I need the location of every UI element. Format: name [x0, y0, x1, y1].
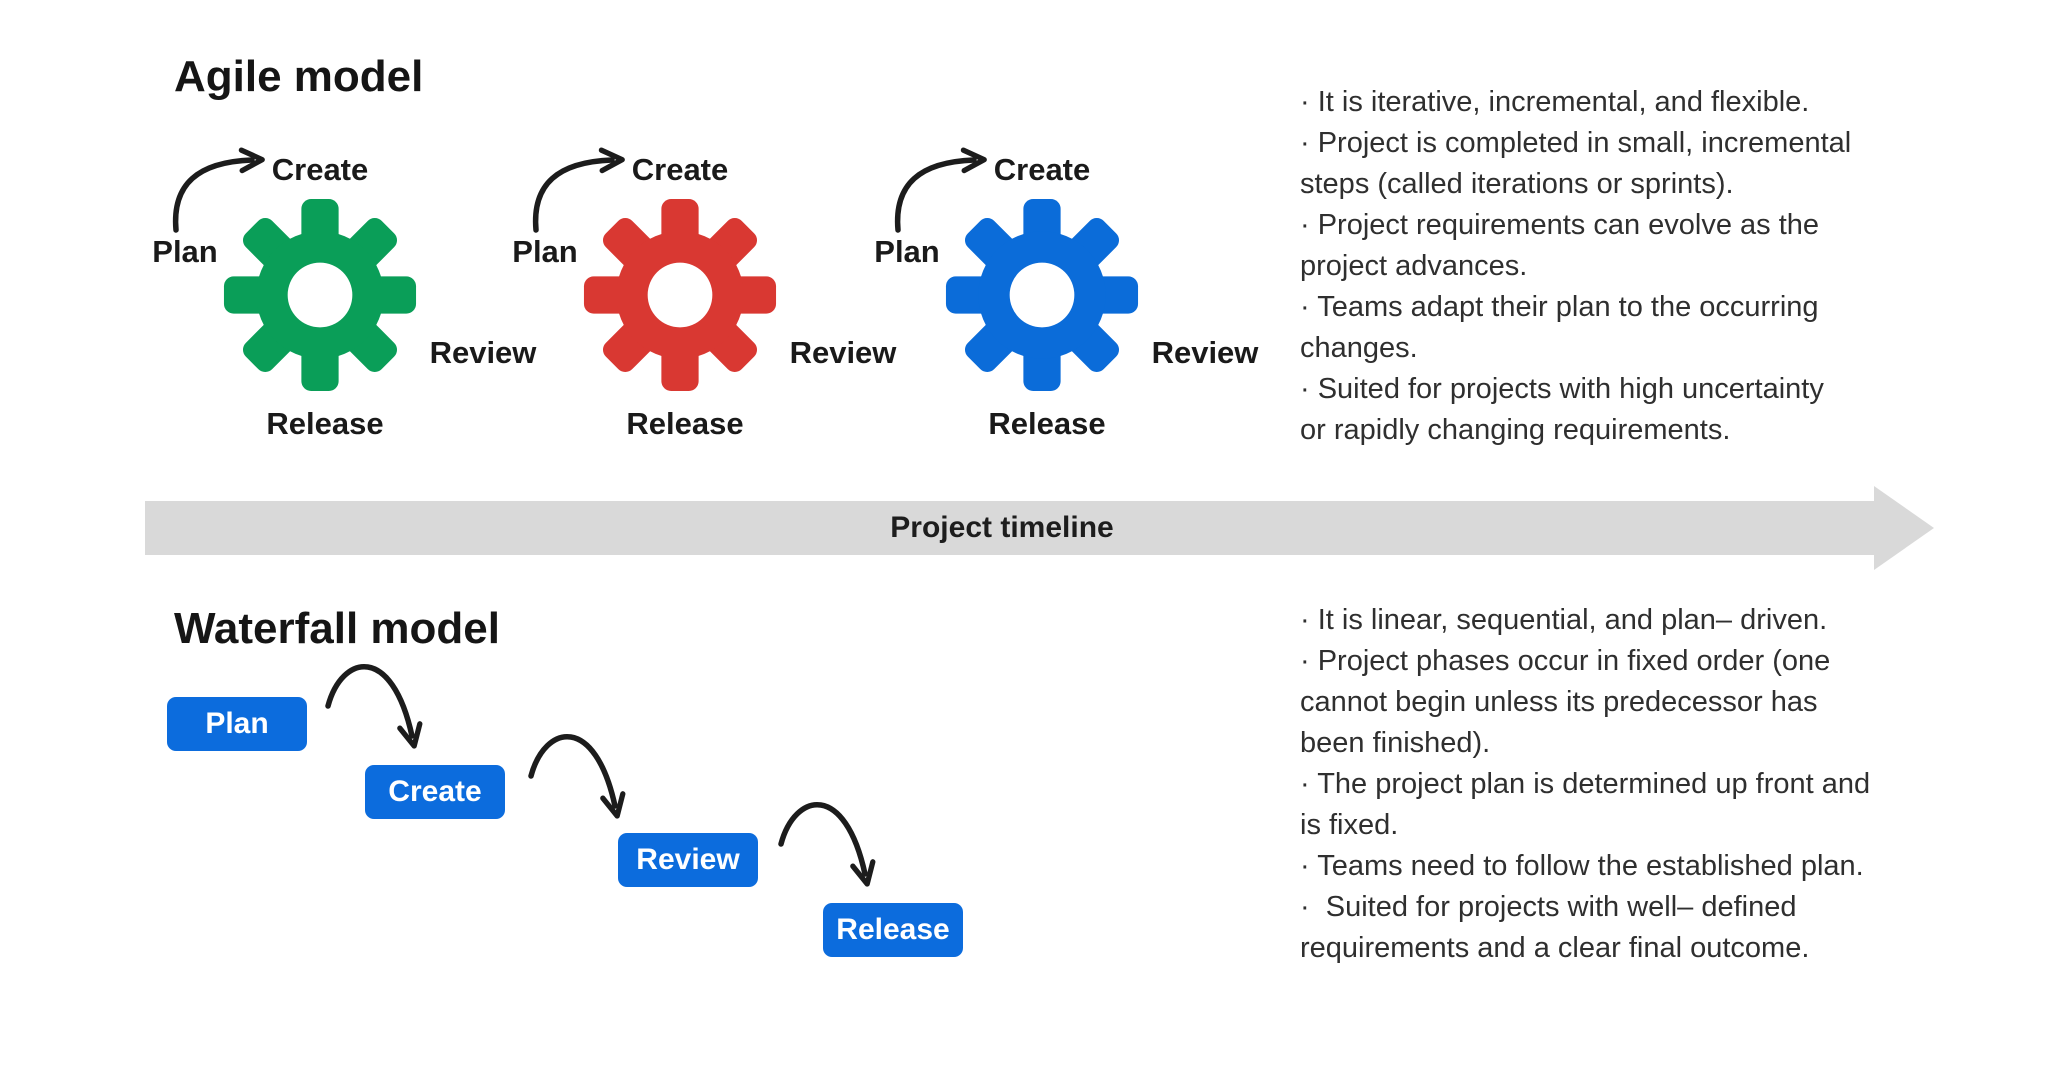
timeline-arrow-icon: [145, 486, 1934, 570]
stage-label-review: Review: [429, 335, 537, 370]
plan-to-create-arrow-icon: [172, 147, 265, 233]
stage-label-plan: Plan: [512, 234, 578, 269]
timeline-label: Project timeline: [890, 511, 1114, 544]
waterfall-step-release: Release: [823, 903, 963, 957]
agile-section-title: Agile model: [174, 52, 424, 101]
waterfall-step-create: Create: [365, 765, 505, 819]
plan-to-create-arrow-icon: [532, 147, 625, 233]
waterfall-bullet: · Teams need to follow the established p…: [1300, 850, 1864, 882]
stage-label-create: Create: [271, 152, 369, 187]
waterfall-bullet: · Suited for projects with well– defined…: [1300, 891, 1810, 964]
agile-bullet: · Project is completed in small, increme…: [1300, 127, 1852, 200]
stage-label-create: Create: [631, 152, 729, 187]
waterfall-description-list: · It is linear, sequential, and plan– dr…: [1300, 600, 1910, 969]
stage-label-release: Release: [988, 406, 1106, 441]
plan-to-create-arrow-icon: [894, 147, 987, 233]
gear-icon: [945, 198, 1139, 392]
agile-bullet: · Suited for projects with high uncertai…: [1300, 373, 1824, 446]
stage-label-review: Review: [1151, 335, 1259, 370]
waterfall-step-plan: Plan: [167, 697, 307, 751]
stage-label-plan: Plan: [874, 234, 940, 269]
step-arrow-icon: [778, 802, 876, 887]
stage-label-release: Release: [626, 406, 744, 441]
waterfall-bullet: · The project plan is determined up fron…: [1300, 768, 1871, 841]
waterfall-section-title: Waterfall model: [174, 604, 500, 653]
agile-cycle-2: Create Plan Review Release: [500, 130, 896, 460]
agile-bullet: · It is iterative, incremental, and flex…: [1300, 86, 1810, 118]
agile-cycle-1: Create Plan Review Release: [140, 130, 536, 460]
step-arrow-icon: [325, 664, 423, 749]
agile-description-list: · It is iterative, incremental, and flex…: [1300, 82, 1910, 451]
stage-label-plan: Plan: [152, 234, 218, 269]
waterfall-step-review: Review: [618, 833, 758, 887]
gear-icon: [583, 198, 777, 392]
agile-bullet: · Project requirements can evolve as the…: [1300, 209, 1820, 282]
step-arrow-icon: [528, 734, 626, 819]
waterfall-bullet: · Project phases occur in fixed order (o…: [1300, 645, 1831, 759]
stage-label-release: Release: [266, 406, 384, 441]
agile-bullet: · Teams adapt their plan to the occurrin…: [1300, 291, 1819, 364]
gear-icon: [223, 198, 417, 392]
waterfall-bullet: · It is linear, sequential, and plan– dr…: [1300, 604, 1828, 636]
agile-cycle-3: Create Plan Review Release: [862, 130, 1258, 460]
stage-label-create: Create: [993, 152, 1091, 187]
stage-label-review: Review: [789, 335, 897, 370]
